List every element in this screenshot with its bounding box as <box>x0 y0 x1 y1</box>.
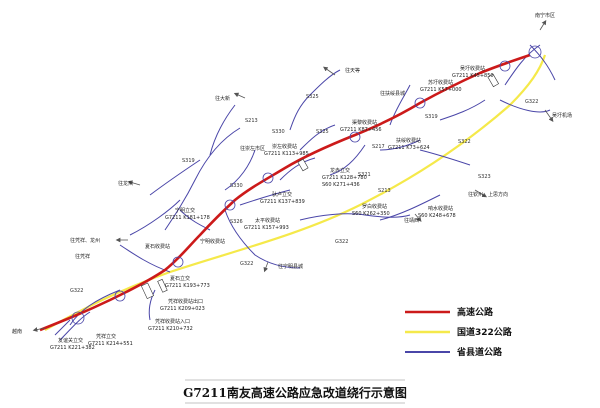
map-label: S326 <box>230 219 243 225</box>
label-youyiguan: 越南 <box>12 328 22 335</box>
map-label: 吴圩收费站 <box>460 65 485 72</box>
map-label: G7211 K128+780 <box>322 175 367 181</box>
label-wuxu-airport: 吴圩机场 <box>552 112 572 119</box>
map-label: G7211 K137+839 <box>260 199 305 205</box>
label-nanning: 南宁市区 <box>535 12 555 19</box>
map-label: G322 <box>525 99 538 105</box>
map-label: G7211 K113+985 <box>264 151 309 157</box>
map-label: G7211 K214+551 <box>88 341 133 347</box>
map-label: S60 K248+678 <box>418 213 456 219</box>
map-label: S330 <box>272 129 285 135</box>
map-label: G7211 K209+023 <box>160 306 205 312</box>
map-label: 宁明收费站 <box>200 238 225 245</box>
map-label: S325 <box>306 94 319 100</box>
map-label: S60 K262+350 <box>352 211 390 217</box>
label-pingxiang: 往凭祥 <box>75 253 90 260</box>
place-labels: 南宁市区 吴圩机场 越南 往天等 往大新 往龙州 往凭祥、龙州 往凭祥 往宁明县… <box>12 12 572 335</box>
station-labels: 吴圩收费站 G7211 K45+850 苏圩收费站 G7211 K57+000 … <box>50 65 494 351</box>
legend-national-road: 国道322公路 <box>457 326 513 338</box>
label-longzhou: 往龙州 <box>118 180 133 187</box>
map-label: G322 <box>240 261 253 267</box>
map-label: G7211 K193+773 <box>165 283 210 289</box>
map-label: 凭祥收费站出口 <box>168 298 203 305</box>
map-label: 崇左收费站 <box>272 143 297 150</box>
expressway-g7211 <box>39 53 531 332</box>
page-title: G7211南友高速公路应急改道绕行示意图 <box>183 385 407 400</box>
map-label: 夏石收费站 <box>145 243 170 250</box>
map-label: S330 <box>230 183 243 189</box>
map-label: S323 <box>478 174 491 180</box>
map-label: 渠黎收费站 <box>352 119 377 126</box>
map-label: 扶绥收费站 <box>396 137 421 144</box>
legend: 高速公路 国道322公路 省县道公路 <box>405 306 513 358</box>
label-chongzuo: 往崇左市区 <box>240 145 265 152</box>
map-label: 驮卢立交 <box>272 191 292 198</box>
label-shangsi: 往钦州、上思方向 <box>468 191 508 198</box>
interchanges <box>71 45 542 325</box>
map-label: 响水收费站 <box>428 205 453 212</box>
map-label: 太平收费站 <box>255 217 280 224</box>
map-label: 夏石立交 <box>170 275 190 282</box>
map-label: G7211 K45+850 <box>452 73 494 79</box>
map-label: S325 <box>316 129 329 135</box>
label-tianlin: 往天等 <box>345 67 360 74</box>
map-label: 凭祥收费站入口 <box>155 318 190 325</box>
map-label: G7211 K210+732 <box>148 326 193 332</box>
map-label: G7211 K87+456 <box>340 127 382 133</box>
map-label: G322 <box>335 239 348 245</box>
map-label: 友谊关立交 <box>58 337 83 344</box>
label-ningming: 往宁明县城 <box>278 263 303 270</box>
map-label: S319 <box>182 158 195 164</box>
map-label: S60 K271+436 <box>322 182 360 188</box>
map-label: S321 <box>358 172 371 178</box>
map-label: 罗白收费站 <box>362 203 387 210</box>
provincial-roads <box>54 44 556 341</box>
map-label: G7211 K181+178 <box>165 215 210 221</box>
map-label: S213 <box>378 188 391 194</box>
map-label: G7211 K221+382 <box>50 345 95 351</box>
label-fusui: 往扶绥县城 <box>380 90 405 97</box>
map-label: 凭祥立交 <box>96 333 116 340</box>
label-jingxi: 往靖西 <box>404 217 419 224</box>
road-labels: G322 G322 G322 G322 S213 S213 S325 S319 … <box>70 94 538 294</box>
map-label: G322 <box>70 288 83 294</box>
map-label: G7211 K157+993 <box>244 225 289 231</box>
map-label: S217 <box>372 144 385 150</box>
direction-arrows <box>32 19 554 332</box>
label-daxin: 往大新 <box>215 95 230 102</box>
map-label: 宁明立交 <box>175 207 195 214</box>
map-label: S319 <box>425 114 438 120</box>
label-pingxiang-road: 往凭祥、龙州 <box>70 237 100 244</box>
map-label: 苏圩收费站 <box>428 79 453 86</box>
legend-provincial-road: 省县道公路 <box>456 346 503 358</box>
legend-expressway: 高速公路 <box>457 306 494 318</box>
map-label: S213 <box>245 118 258 124</box>
map-label: G7211 K57+000 <box>420 87 462 93</box>
map-label: S322 <box>458 139 471 145</box>
map-label: G7211 K73+624 <box>388 145 430 151</box>
map-label: 龙赤立交 <box>330 167 350 174</box>
toll-markers <box>140 73 500 300</box>
